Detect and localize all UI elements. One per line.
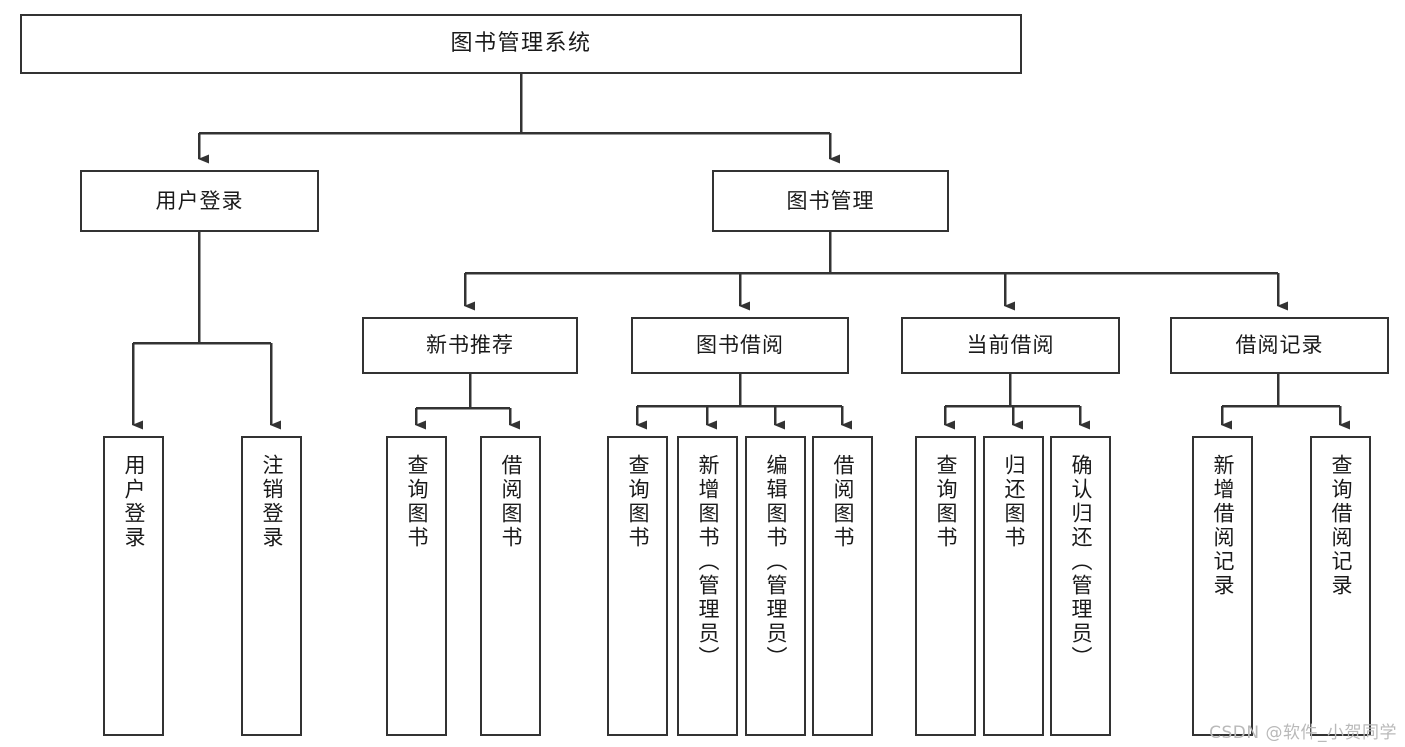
node-leaf-bb-query[interactable]: 查询图书 — [607, 436, 668, 736]
node-label: 查询图书 — [934, 454, 958, 550]
node-leaf-cb-return[interactable]: 归还图书 — [983, 436, 1044, 736]
node-newbook[interactable]: 新书推荐 — [362, 317, 578, 374]
node-label: 借阅记录 — [1235, 333, 1324, 358]
node-leaf-bb-edit[interactable]: 编辑图书（管理员） — [745, 436, 806, 736]
node-leaf-nb-borrow[interactable]: 借阅图书 — [480, 436, 541, 736]
node-leaf-cb-confirm[interactable]: 确认归还（管理员） — [1050, 436, 1111, 736]
node-leaf-bb-borrow[interactable]: 借阅图书 — [812, 436, 873, 736]
node-label: 图书管理 — [786, 188, 875, 213]
node-leaf-rec-add[interactable]: 新增借阅记录 — [1192, 436, 1253, 736]
node-leaf-user-login[interactable]: 用户登录 — [103, 436, 164, 736]
node-label: 确认归还（管理员） — [1069, 454, 1093, 670]
node-label: 当前借阅 — [966, 333, 1055, 358]
node-borrow[interactable]: 图书借阅 — [631, 317, 849, 374]
node-label: 图书管理系统 — [450, 31, 592, 57]
node-label: 查询借阅记录 — [1329, 454, 1353, 598]
node-login[interactable]: 用户登录 — [80, 170, 319, 232]
node-label: 新增借阅记录 — [1211, 454, 1235, 598]
node-label: 用户登录 — [122, 454, 146, 550]
node-leaf-rec-query[interactable]: 查询借阅记录 — [1310, 436, 1371, 736]
node-label: 图书借阅 — [696, 333, 784, 358]
node-bookmgmt[interactable]: 图书管理 — [712, 170, 949, 232]
node-label: 编辑图书（管理员） — [764, 454, 788, 670]
node-current[interactable]: 当前借阅 — [901, 317, 1120, 374]
node-root[interactable]: 图书管理系统 — [20, 14, 1022, 74]
watermark-text: CSDN @软件_小贺同学 — [1209, 723, 1397, 743]
node-label: 注销登录 — [260, 454, 284, 550]
node-leaf-cb-query[interactable]: 查询图书 — [915, 436, 976, 736]
node-records[interactable]: 借阅记录 — [1170, 317, 1389, 374]
node-label: 用户登录 — [155, 188, 244, 213]
node-leaf-logout[interactable]: 注销登录 — [241, 436, 302, 736]
node-label: 新书推荐 — [426, 333, 514, 358]
node-label: 新增图书（管理员） — [696, 454, 720, 670]
node-label: 归还图书 — [1002, 454, 1026, 550]
node-label: 借阅图书 — [831, 454, 855, 550]
node-label: 查询图书 — [405, 454, 429, 550]
node-label: 借阅图书 — [499, 454, 523, 550]
node-leaf-bb-add[interactable]: 新增图书（管理员） — [677, 436, 738, 736]
node-label: 查询图书 — [626, 454, 650, 550]
node-leaf-nb-query[interactable]: 查询图书 — [386, 436, 447, 736]
